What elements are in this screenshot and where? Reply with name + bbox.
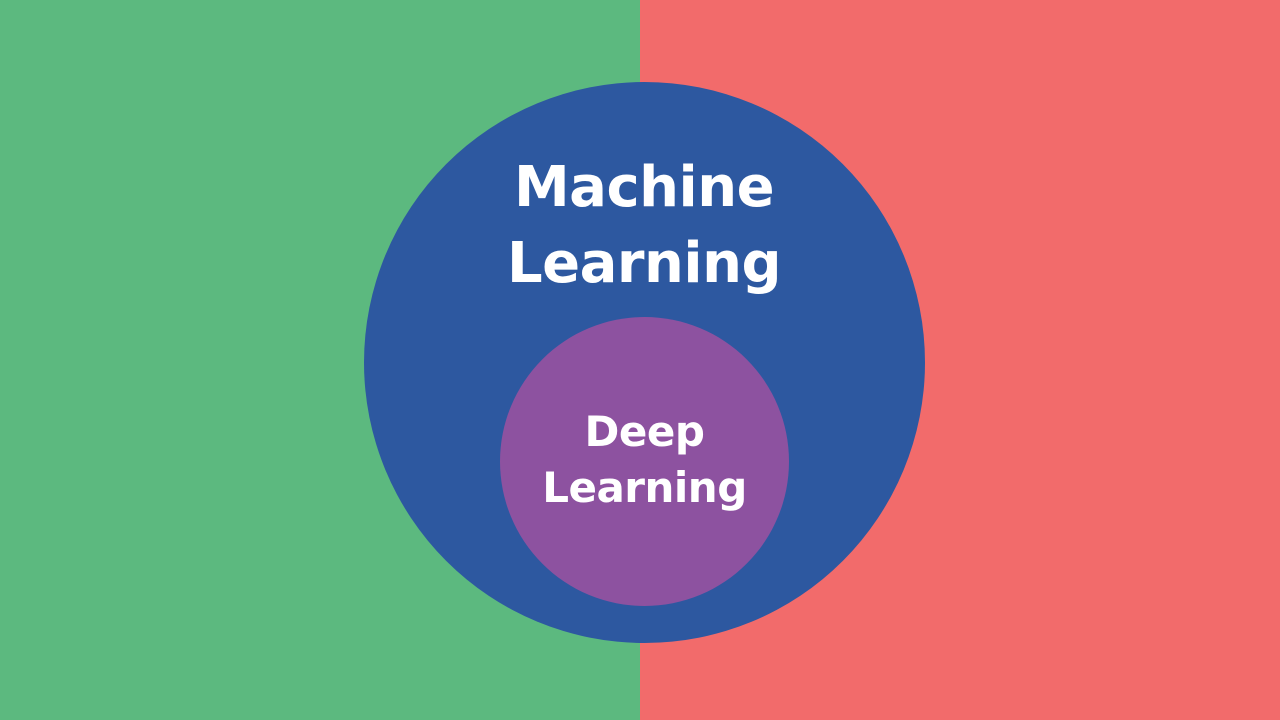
machine-learning-label: Machine Learning [444,150,844,302]
deep-learning-circle [500,317,789,606]
deep-learning-label: Deep Learning [500,404,789,516]
machine-learning-label-line-2: Learning [506,231,782,296]
deep-learning-label-line-2: Learning [542,463,747,512]
deep-learning-label-line-1: Deep [584,407,705,456]
machine-learning-label-line-1: Machine [513,155,775,220]
